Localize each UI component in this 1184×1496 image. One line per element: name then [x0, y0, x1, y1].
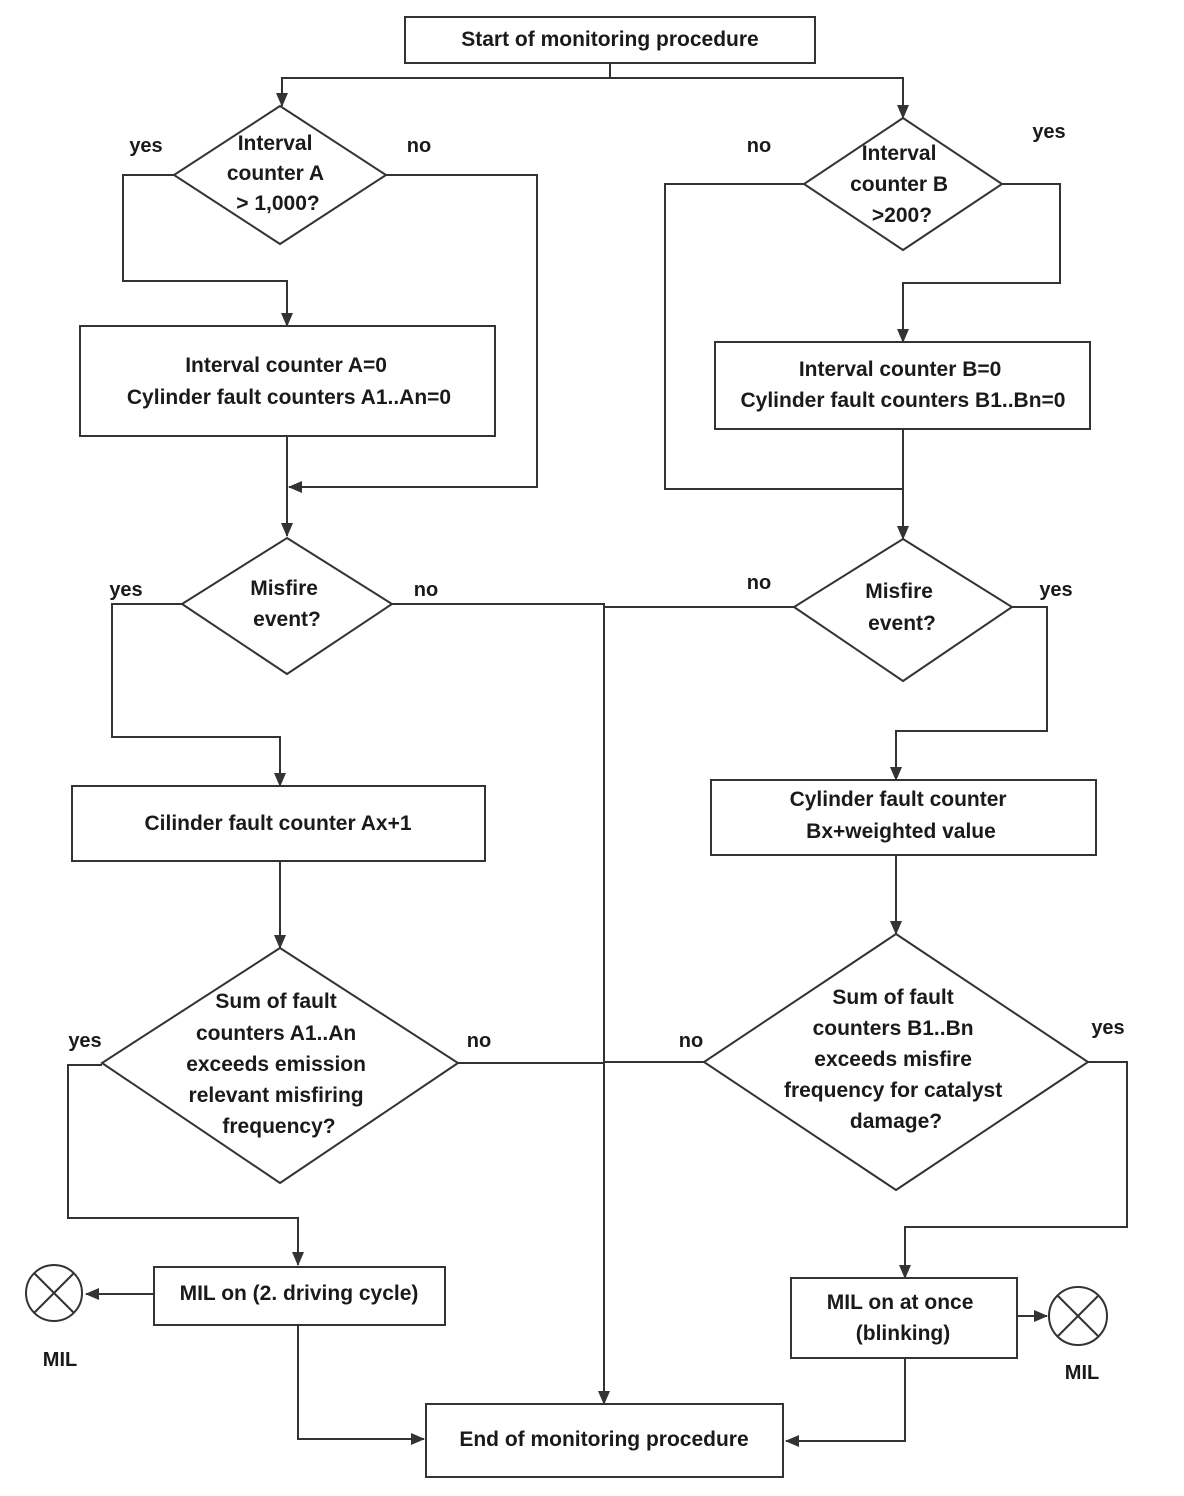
edge-interval-a-no [288, 174, 538, 493]
increment-counter-a-box: Cilinder fault counter Ax+1 [71, 785, 486, 862]
edge-misfire-a-yes [111, 603, 286, 787]
decision-interval-counter-a: Interval counter A > 1,000? [172, 104, 388, 246]
label-sum-b-no: no [679, 1030, 703, 1052]
end-node: End of monitoring procedure [425, 1403, 784, 1478]
mil-on-at-once-label: MIL on at once (blinking) [827, 1291, 979, 1345]
end-node-label: End of monitoring procedure [459, 1428, 748, 1451]
increment-counter-b-box: Cylinder fault counter Bx+weighted value [710, 779, 1097, 856]
reset-counter-b-box: Interval counter B=0 Cylinder fault coun… [714, 341, 1091, 430]
decision-misfire-a-label: Misfire event? [250, 577, 324, 631]
mil-lamp-icon-left [25, 1264, 83, 1322]
decision-sum-b-label: Sum of fault counters B1..Bn exceeds mis… [784, 986, 1008, 1133]
edge-sum-a-yes [67, 1064, 304, 1266]
edge-start-split-right [610, 77, 909, 119]
decision-sum-b: Sum of fault counters B1..Bn exceeds mis… [702, 932, 1090, 1192]
edge-interval-b-no [664, 183, 903, 490]
reset-counter-a-label: Interval counter A=0 Cylinder fault coun… [127, 354, 451, 409]
label-sum-a-no: no [467, 1030, 491, 1052]
decision-sum-a: Sum of fault counters A1..An exceeds emi… [100, 946, 460, 1185]
label-misfire-b-yes: yes [1039, 579, 1072, 601]
decision-interval-counter-b: Interval counter B >200? [802, 116, 1004, 252]
decision-interval-counter-a-label: Interval counter A > 1,000? [227, 132, 329, 215]
decision-interval-counter-b-label: Interval counter B >200? [850, 142, 954, 227]
reset-counter-b-label: Interval counter B=0 Cylinder fault coun… [741, 358, 1066, 412]
mil-lamp-icon-right [1048, 1286, 1108, 1346]
edge-interval-b-yes [897, 183, 1061, 343]
edge-mil-a-to-end [297, 1325, 425, 1445]
mil-on-at-once-box: MIL on at once (blinking) [790, 1277, 1018, 1359]
edge-interval-a-yes [122, 174, 293, 327]
label-misfire-a-yes: yes [109, 579, 142, 601]
reset-counter-a-box: Interval counter A=0 Cylinder fault coun… [79, 325, 496, 437]
increment-counter-a-label: Cilinder fault counter Ax+1 [144, 812, 411, 835]
label-sum-a-yes: yes [68, 1030, 101, 1052]
edge-labels: yes no no yes yes no no yes yes no no ye… [68, 121, 1124, 1052]
start-node: Start of monitoring procedure [404, 16, 816, 64]
edge-start-split-left [276, 63, 611, 107]
edge-mil-b-to-end [785, 1358, 906, 1447]
label-interval-b-no: no [747, 135, 771, 157]
mil-on-second-cycle-box: MIL on (2. driving cycle) [153, 1266, 446, 1326]
label-sum-b-yes: yes [1091, 1017, 1124, 1039]
mil-lamp-label-left: MIL [43, 1349, 77, 1371]
label-interval-a-yes: yes [129, 135, 162, 157]
start-node-label: Start of monitoring procedure [461, 28, 759, 51]
connectors [67, 63, 1128, 1447]
decision-misfire-b-label: Misfire event? [865, 580, 939, 635]
label-misfire-a-no: no [414, 579, 438, 601]
decision-sum-a-label: Sum of fault counters A1..An exceeds emi… [186, 990, 372, 1138]
edge-misfire-b-yes [890, 606, 1048, 781]
increment-counter-b-label: Cylinder fault counter Bx+weighted value [790, 788, 1013, 843]
edge-sum-b-yes [899, 1061, 1128, 1279]
decision-misfire-b: Misfire event? [792, 537, 1014, 683]
decision-misfire-a: Misfire event? [180, 536, 394, 676]
mil-on-second-cycle-label: MIL on (2. driving cycle) [180, 1282, 419, 1305]
label-interval-b-yes: yes [1032, 121, 1065, 143]
mil-lamp-label-right: MIL [1065, 1362, 1099, 1384]
edge-misfire-a-no [392, 603, 610, 1405]
label-misfire-b-no: no [747, 572, 771, 594]
label-interval-a-no: no [407, 135, 431, 157]
